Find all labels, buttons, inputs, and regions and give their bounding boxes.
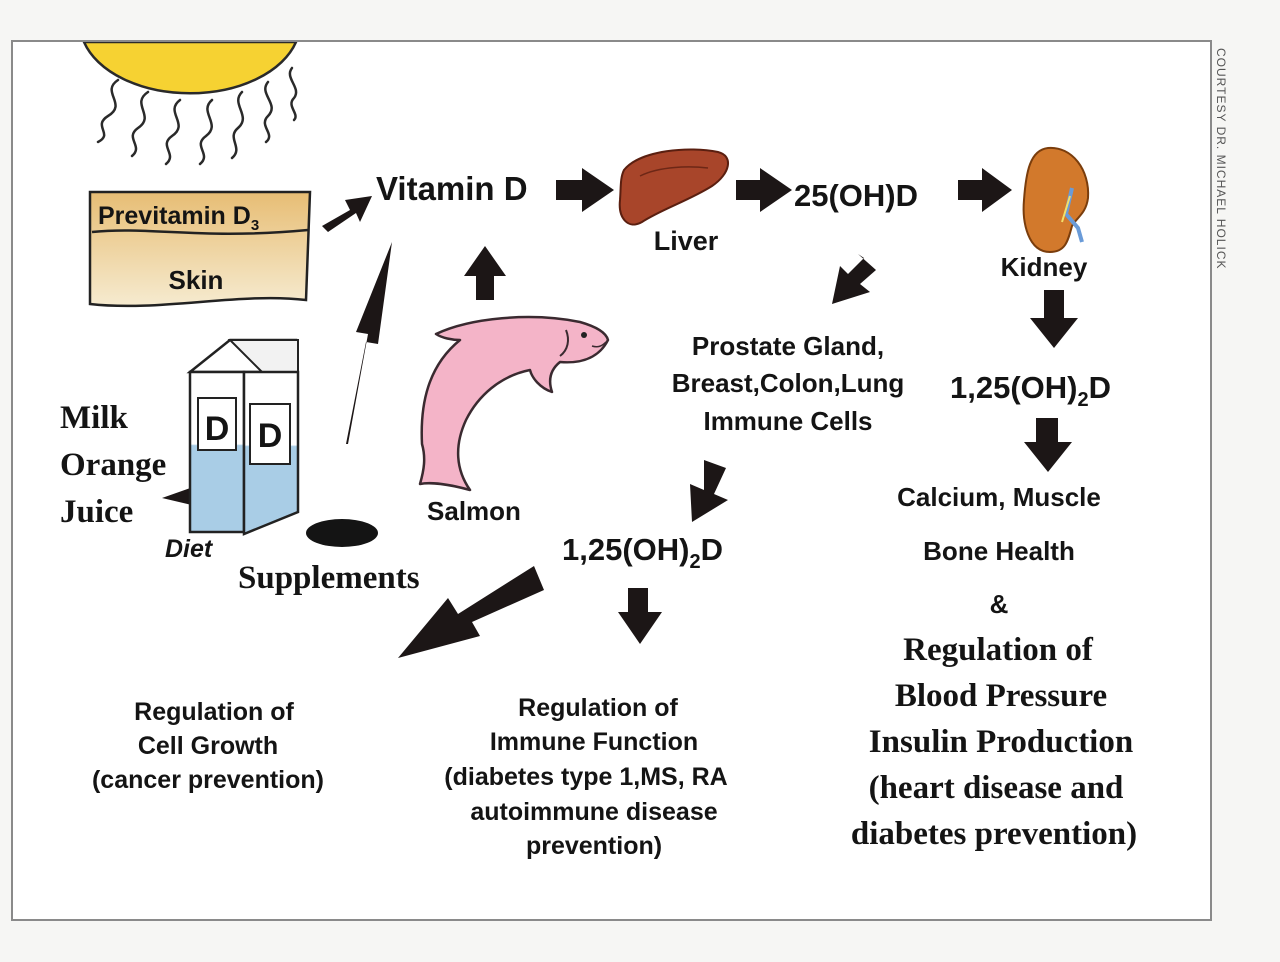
supplement-pill-icon [306, 519, 378, 547]
arrow-liver-to-calcidiol [736, 168, 792, 212]
tissue-line: Immune Cells [703, 406, 872, 436]
liver-icon [618, 148, 729, 226]
arrows [322, 168, 1078, 658]
kidney-icon [1022, 146, 1090, 254]
credit-text: COURTESY DR. MICHAEL HOLICK [1214, 48, 1228, 269]
carton-letter: D [205, 410, 230, 448]
outcome-line: Insulin Production [869, 724, 1133, 760]
outcome-line: Blood Pressure [895, 678, 1107, 714]
tissue-line: Breast,Colon,Lung [672, 368, 905, 398]
salmon-icon [418, 315, 610, 492]
outcome-line: Regulation of [134, 698, 294, 726]
vitamin-d-label: Vitamin D [376, 170, 528, 207]
outcome-line: autoimmune disease [470, 798, 717, 826]
skin-label: Skin [169, 265, 224, 295]
outcome-immune-function: Regulation of Immune Function (diabetes … [444, 694, 727, 860]
calcitriol-tissue-label: 1,25(OH)2D [562, 532, 723, 573]
outcome-line: Regulation of [903, 632, 1094, 668]
outcome-line: Calcium, Muscle [897, 482, 1101, 512]
previtamin-label: Previtamin D3 [98, 202, 259, 234]
carton-letter: D [258, 417, 283, 455]
outcome-line: Bone Health [923, 536, 1075, 566]
liver-label: Liver [654, 226, 719, 256]
outcome-line: (heart disease and [869, 770, 1124, 806]
arrow-vitamin-d-to-liver [556, 168, 614, 212]
salmon-label: Salmon [427, 496, 521, 526]
outcome-calcium-bone: Calcium, Muscle Bone Health & [897, 482, 1101, 619]
outcome-blood-pressure: Regulation of Blood Pressure Insulin Pro… [851, 632, 1137, 852]
arrow-calcidiol-to-tissues [832, 254, 876, 304]
tissues-text: Prostate Gland, Breast,Colon,Lung Immune… [672, 331, 905, 436]
arrow-to-cell-growth [398, 566, 544, 658]
arrow-salmon-to-vitamin-d [464, 246, 506, 300]
arrow-skin-to-vitamin-d [322, 196, 372, 232]
sun-icon [82, 42, 298, 166]
outcome-line: Regulation of [518, 694, 678, 722]
outcome-line: (diabetes type 1,MS, RA [444, 763, 727, 791]
arrow-calcidiol-to-kidney [958, 168, 1012, 212]
outcome-line: Cell Growth [138, 732, 278, 760]
skin-block: Previtamin D3 Skin [88, 190, 312, 308]
orange-label: Orange [60, 447, 166, 483]
kidney-label: Kidney [1001, 252, 1088, 282]
arrow-kidney-to-calcitriol [1030, 290, 1078, 348]
calcidiol-label: 25(OH)D [794, 178, 918, 213]
outcome-cell-growth: Regulation of Cell Growth (cancer preven… [92, 698, 324, 794]
outcome-line: prevention) [526, 832, 662, 860]
supplements-label: Supplements [238, 560, 420, 596]
diet-label: Diet [165, 535, 214, 563]
outcome-line: diabetes prevention) [851, 816, 1137, 852]
arrow-tissues-to-calcitriol [690, 460, 728, 522]
juice-label: Juice [60, 494, 133, 530]
arrow-calcitriol-to-calcium [1024, 418, 1072, 472]
milk-label: Milk [60, 400, 128, 436]
outcome-line: & [990, 589, 1009, 619]
outcome-line: (cancer prevention) [92, 766, 324, 794]
tissue-line: Prostate Gland, [692, 331, 884, 361]
milk-carton-icon: D D [162, 338, 300, 536]
outcome-line: Immune Function [490, 728, 698, 756]
arrow-to-immune [618, 588, 662, 644]
calcitriol-kidney-label: 1,25(OH)2D [950, 370, 1111, 411]
arrow-supplements-to-vitamin-d [330, 242, 392, 444]
